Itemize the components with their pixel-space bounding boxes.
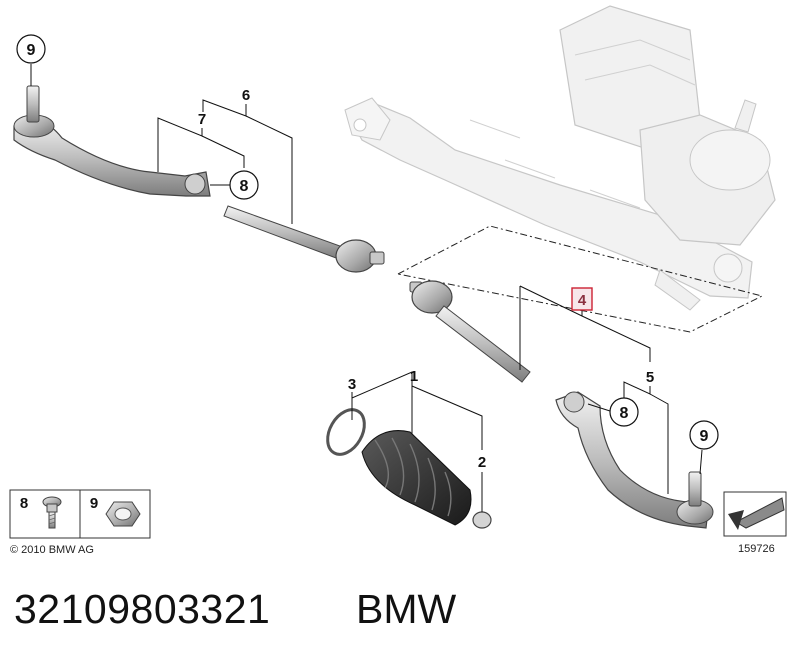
inner-tie-rod-right <box>409 280 531 383</box>
arrow-icon <box>728 497 785 530</box>
clamp-ring <box>326 408 366 456</box>
svg-text:9: 9 <box>90 495 98 512</box>
small-clamp <box>472 511 492 529</box>
svg-text:4: 4 <box>578 292 587 309</box>
label-6: 6 <box>242 87 250 104</box>
leader-lines <box>30 64 703 512</box>
inner-tie-rod-left <box>223 205 385 273</box>
svg-text:8: 8 <box>20 495 28 512</box>
callout-8-right: 8 <box>609 397 639 427</box>
brand-name: BMW <box>356 586 457 632</box>
label-3: 3 <box>348 376 356 393</box>
tie-rod-end-right <box>555 391 714 529</box>
tie-rod-end-left <box>13 85 211 197</box>
callout-9-right: 9 <box>689 420 719 450</box>
label-7: 7 <box>198 111 206 128</box>
steering-bellows <box>361 430 472 526</box>
bolt-icon <box>42 496 62 529</box>
legend-box: 8 9 <box>9 489 151 539</box>
steering-rack-ghost <box>344 5 776 311</box>
label-4-highlighted: 4 <box>571 287 593 311</box>
nut-icon <box>105 501 141 527</box>
svg-text:9: 9 <box>27 42 36 59</box>
callout-9-top-left: 9 <box>16 34 46 64</box>
copyright-text: © 2010 BMW AG <box>10 544 94 556</box>
label-5: 5 <box>646 369 654 386</box>
label-1: 1 <box>410 368 418 385</box>
direction-arrow-box <box>723 491 787 537</box>
part-number: 32109803321 <box>14 586 271 632</box>
svg-text:8: 8 <box>240 178 249 195</box>
svg-text:8: 8 <box>620 405 629 422</box>
svg-text:9: 9 <box>700 428 709 445</box>
figure-id: 159726 <box>738 543 775 555</box>
label-2: 2 <box>478 454 486 471</box>
callout-8-left: 8 <box>229 170 259 200</box>
